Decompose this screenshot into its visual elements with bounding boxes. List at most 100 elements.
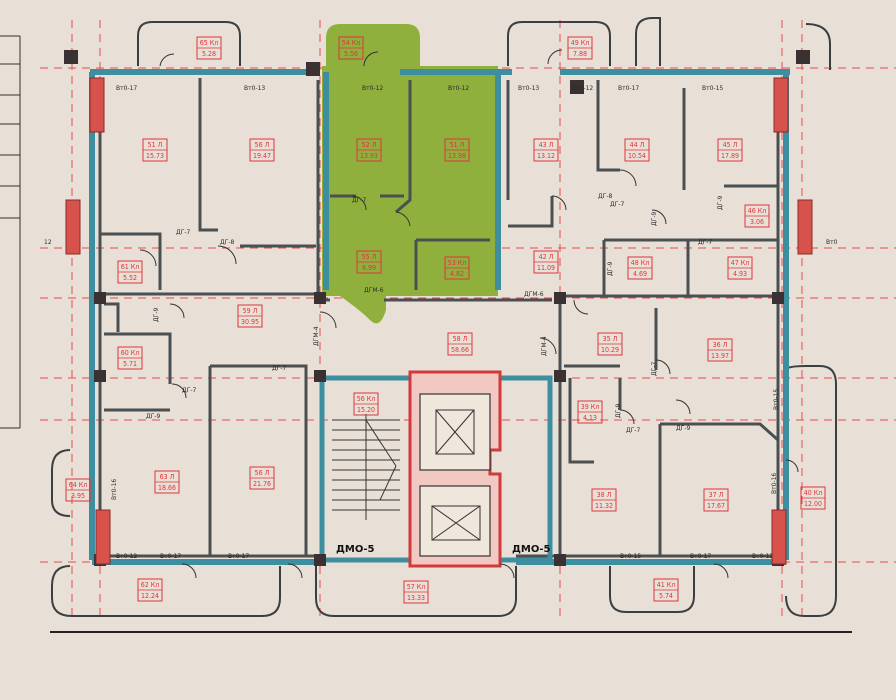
room-area: 8.99 bbox=[362, 264, 376, 272]
room-area: 19.47 bbox=[253, 152, 271, 160]
room-area: 4.13 bbox=[583, 414, 597, 422]
entrance-labels: ДМО-5 ДМО-5 12 bbox=[44, 239, 551, 555]
door-label: ДГ-9 bbox=[651, 211, 658, 226]
room-tag: 65 Кл5.28 bbox=[196, 36, 222, 60]
stair-core bbox=[319, 370, 553, 568]
room-area: 13.97 bbox=[711, 352, 729, 360]
window-labels: Вт0-17 Вт0-13 Вт0-12 Вт0-12 Вт0-13 Вт0-1… bbox=[111, 85, 838, 560]
door-labels: ДГ-7 ДГ-8 ДГ-7 ДГ-8 ДГ-9 ДГ-7 ДГ-9 ДГ-7 … bbox=[146, 193, 724, 434]
door-label: ДГ-9 bbox=[146, 413, 161, 420]
window-label: Вт0-12 bbox=[116, 553, 137, 560]
door-label: ДГМ-6 bbox=[364, 287, 384, 294]
balconies bbox=[51, 17, 837, 617]
room-area: 12.24 bbox=[141, 592, 159, 600]
door-label: ДГ-7 bbox=[176, 229, 191, 236]
room-area: 18.66 bbox=[158, 484, 176, 492]
room-area: 15.73 bbox=[146, 152, 164, 160]
room-code: 41 Кл bbox=[657, 581, 676, 589]
room-tag: 48 Кл4.69 bbox=[627, 256, 653, 280]
window-label: Вт0-15 bbox=[620, 553, 641, 560]
door-label: ДГМ-4 bbox=[541, 336, 548, 356]
interior-walls bbox=[98, 78, 780, 558]
room-code: 45 Л bbox=[723, 141, 738, 149]
room-area: 3.95 bbox=[71, 492, 85, 500]
window-label: Вт0-12 bbox=[448, 85, 469, 92]
room-tag: 59 Л30.95 bbox=[237, 304, 263, 328]
room-tag: 44 Л10.54 bbox=[624, 138, 650, 162]
room-area: 11.09 bbox=[537, 264, 555, 272]
room-code: 37 Л bbox=[709, 491, 724, 499]
room-tag: 64 Кл 3.95 bbox=[65, 478, 91, 502]
window-label: Вт0-12 bbox=[752, 553, 773, 560]
window-label: Вт0-12 bbox=[572, 85, 593, 92]
room-area: 17.67 bbox=[707, 502, 725, 510]
room-area: 17.89 bbox=[721, 152, 739, 160]
window-label: Вт0-17 bbox=[618, 85, 639, 92]
room-code: 43 Л bbox=[539, 141, 554, 149]
room-code: 51 Л bbox=[148, 141, 163, 149]
room-area: 7.88 bbox=[573, 50, 587, 58]
room-area: 5.56 bbox=[344, 50, 358, 58]
room-area: 13.98 bbox=[448, 152, 466, 160]
door-label: ДГ-7 bbox=[272, 365, 287, 372]
room-tag: 47 Кл4.93 bbox=[727, 256, 753, 280]
door-label: ДГ-8 bbox=[220, 239, 235, 246]
door-label: ДГ-7 bbox=[610, 201, 625, 208]
window-label: Вт0-13 bbox=[518, 85, 539, 92]
room-tag: 53 Кл4.82 bbox=[444, 256, 470, 280]
room-tag: 61 Кл5.52 bbox=[117, 260, 143, 284]
door-label: ДГ-7 bbox=[698, 239, 713, 246]
entrance-label-right: ДМО-5 bbox=[512, 544, 551, 555]
door-label: ДГ-7 bbox=[651, 361, 658, 376]
window-label: Вт0-16 bbox=[111, 479, 118, 500]
window-label: Вт0 bbox=[826, 239, 838, 246]
room-tag: 35 Л10.29 bbox=[597, 332, 623, 356]
entrance-label-left: ДМО-5 bbox=[336, 544, 375, 555]
room-tag: 42 Л11.09 bbox=[533, 250, 559, 274]
door-label: ДГ-9 bbox=[615, 403, 622, 418]
axis-label: 12 bbox=[44, 239, 52, 246]
room-tag: 39 Кл4.13 bbox=[577, 400, 603, 424]
door-label: ДГ-9 bbox=[717, 195, 724, 210]
room-area: 5.71 bbox=[123, 360, 137, 368]
room-area: 30.95 bbox=[241, 318, 259, 326]
door-label: ДГ-9 bbox=[153, 307, 160, 322]
room-area: 13.33 bbox=[407, 594, 425, 602]
room-code: 40 Кл bbox=[804, 489, 823, 497]
room-code: 56 Л bbox=[255, 469, 270, 477]
room-code: 51 Л bbox=[450, 141, 465, 149]
window-label: Вт0-17 bbox=[690, 553, 711, 560]
room-code: 56 Кл bbox=[357, 395, 376, 403]
room-code: 53 Кл bbox=[448, 259, 467, 267]
room-area: 15.20 bbox=[357, 406, 375, 414]
window-label: Вт0-15 bbox=[702, 85, 723, 92]
title-block-table bbox=[0, 35, 21, 429]
room-tag: 58 Л58.66 bbox=[447, 332, 473, 356]
room-area: 5.52 bbox=[123, 274, 137, 282]
room-code: 57 Кл bbox=[407, 583, 426, 591]
room-area: 10.29 bbox=[601, 346, 619, 354]
vent-shafts bbox=[65, 77, 813, 565]
room-area: 21.76 bbox=[253, 480, 271, 488]
door-label: ДГ-7 bbox=[626, 427, 641, 434]
room-area: 3.06 bbox=[750, 218, 764, 226]
room-code: 64 Кл bbox=[69, 481, 88, 489]
room-tag: 45 Л 17.89 bbox=[717, 138, 743, 162]
room-tag: 41 Кл5.74 bbox=[653, 578, 679, 602]
room-area: 5.28 bbox=[202, 50, 216, 58]
room-tag: 56 Л19.47 bbox=[249, 138, 275, 162]
room-area: 4.69 bbox=[633, 270, 647, 278]
door-label: ДГМ-6 bbox=[524, 291, 544, 298]
room-code: 63 Л bbox=[160, 473, 175, 481]
room-area: 13.93 bbox=[360, 152, 378, 160]
room-code: 44 Л bbox=[630, 141, 645, 149]
room-code: 60 Кл bbox=[121, 349, 140, 357]
window-label: Вт0-17 bbox=[116, 85, 137, 92]
room-tag: 51 Л 13.98 bbox=[444, 138, 470, 162]
room-area: 13.12 bbox=[537, 152, 555, 160]
room-tag: 38 Л11.32 bbox=[591, 488, 617, 512]
doors bbox=[139, 49, 799, 579]
room-tag: 46 Кл3.06 bbox=[744, 204, 770, 228]
